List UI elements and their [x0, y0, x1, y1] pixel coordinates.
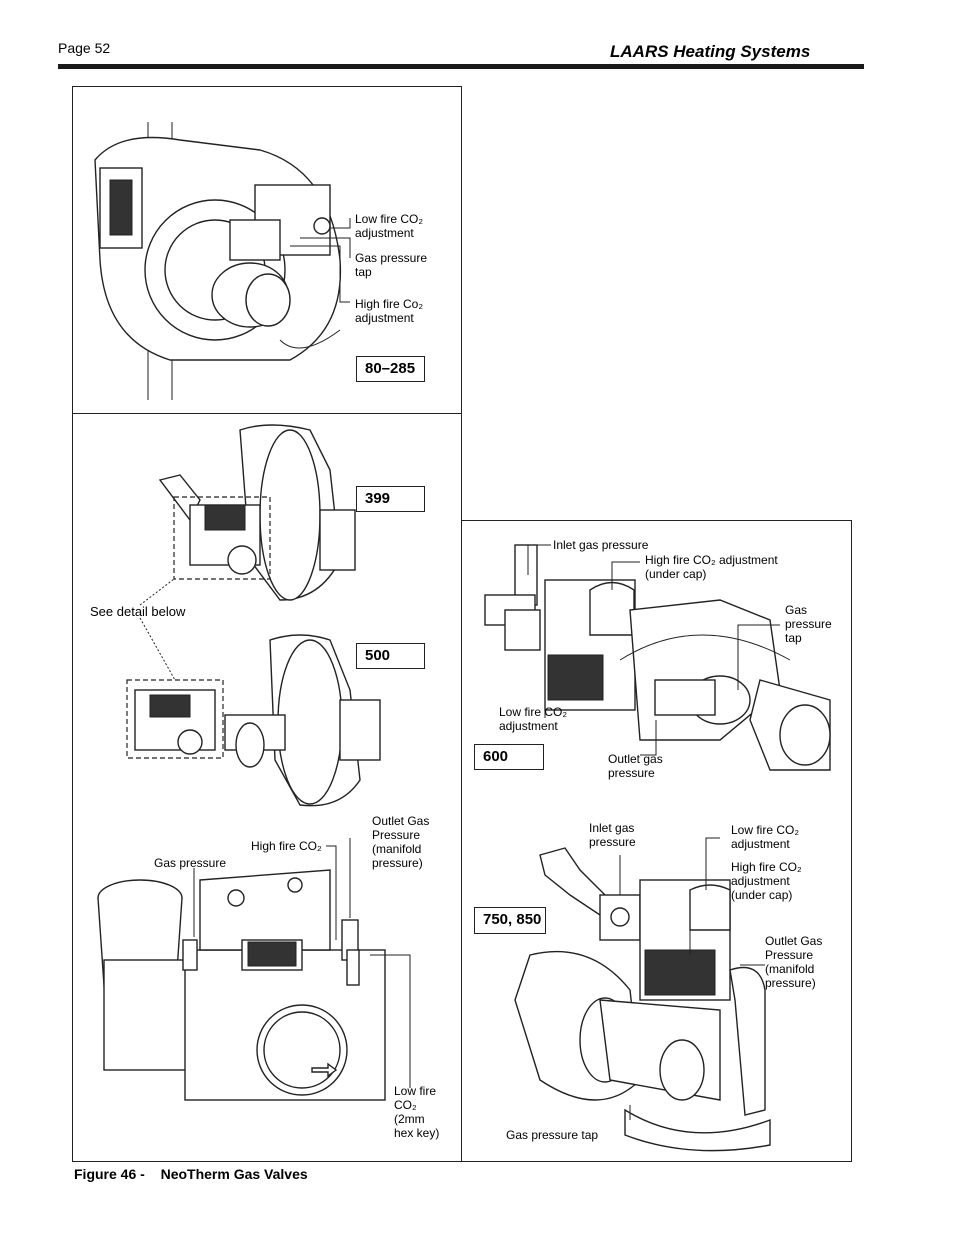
- label-low-fire-co2-600: Low fire CO₂ adjustment: [499, 705, 568, 733]
- illustration-80-285: [94, 122, 351, 400]
- label-outlet-gas-pressure-detail: Outlet Gas Pressure (manifold pressure): [372, 814, 430, 870]
- illustration-detail: [97, 838, 411, 1101]
- illustration-750-850: [514, 837, 771, 1152]
- label-gas-pressure-tap-80: Gas pressure tap: [355, 251, 428, 279]
- label-gas-pressure-tap-600: Gas pressure tap: [785, 603, 832, 645]
- label-see-detail: See detail below: [90, 604, 186, 619]
- label-low-fire-co2-750: Low fire CO₂ adjustment: [731, 823, 800, 851]
- illustration-399: [139, 424, 356, 606]
- label-outlet-gas-pressure-600: Outlet gas pressure: [608, 752, 663, 780]
- label-gas-pressure-tap-750: Gas pressure tap: [506, 1128, 599, 1142]
- figure-caption: Figure 46 - NeoTherm Gas Valves: [74, 1166, 308, 1182]
- figure-number: Figure 46 -: [74, 1166, 145, 1182]
- label-inlet-gas-pressure-600: Inlet gas pressure: [553, 538, 649, 552]
- label-gas-pressure-detail: Gas pressure: [154, 856, 227, 870]
- label-low-fire-co2-detail: Low fire CO₂ (2mm hex key): [394, 1084, 440, 1140]
- brand-title: LAARS Heating Systems: [610, 42, 811, 61]
- figure-title: NeoTherm Gas Valves: [160, 1166, 308, 1182]
- label-high-fire-co2-detail: High fire CO₂: [251, 839, 322, 853]
- label-high-fire-co2-80: High fire Co₂ adjustment: [355, 297, 424, 325]
- panel-600-750: [461, 520, 852, 1162]
- header-rule: [58, 64, 864, 69]
- label-low-fire-co2-80: Low fire CO₂ adjustment: [355, 212, 424, 240]
- label-inlet-gas-pressure-750: Inlet gas pressure: [589, 821, 636, 849]
- model-tag-80-285: 80–285: [356, 356, 425, 382]
- model-tag-750-850: 750, 850: [474, 907, 546, 934]
- illustration-600: [484, 544, 831, 771]
- model-tag-399: 399: [356, 486, 425, 512]
- model-tag-500: 500: [356, 643, 425, 669]
- page-number: Page 52: [58, 40, 111, 56]
- label-high-fire-co2-600: High fire CO₂ adjustment (under cap): [645, 553, 778, 581]
- model-tag-600: 600: [474, 744, 544, 770]
- label-outlet-gas-pressure-750: Outlet Gas Pressure (manifold pressure): [765, 934, 823, 990]
- label-high-fire-co2-750: High fire CO₂ adjustment (under cap): [731, 860, 802, 902]
- illustration-500: [126, 617, 381, 807]
